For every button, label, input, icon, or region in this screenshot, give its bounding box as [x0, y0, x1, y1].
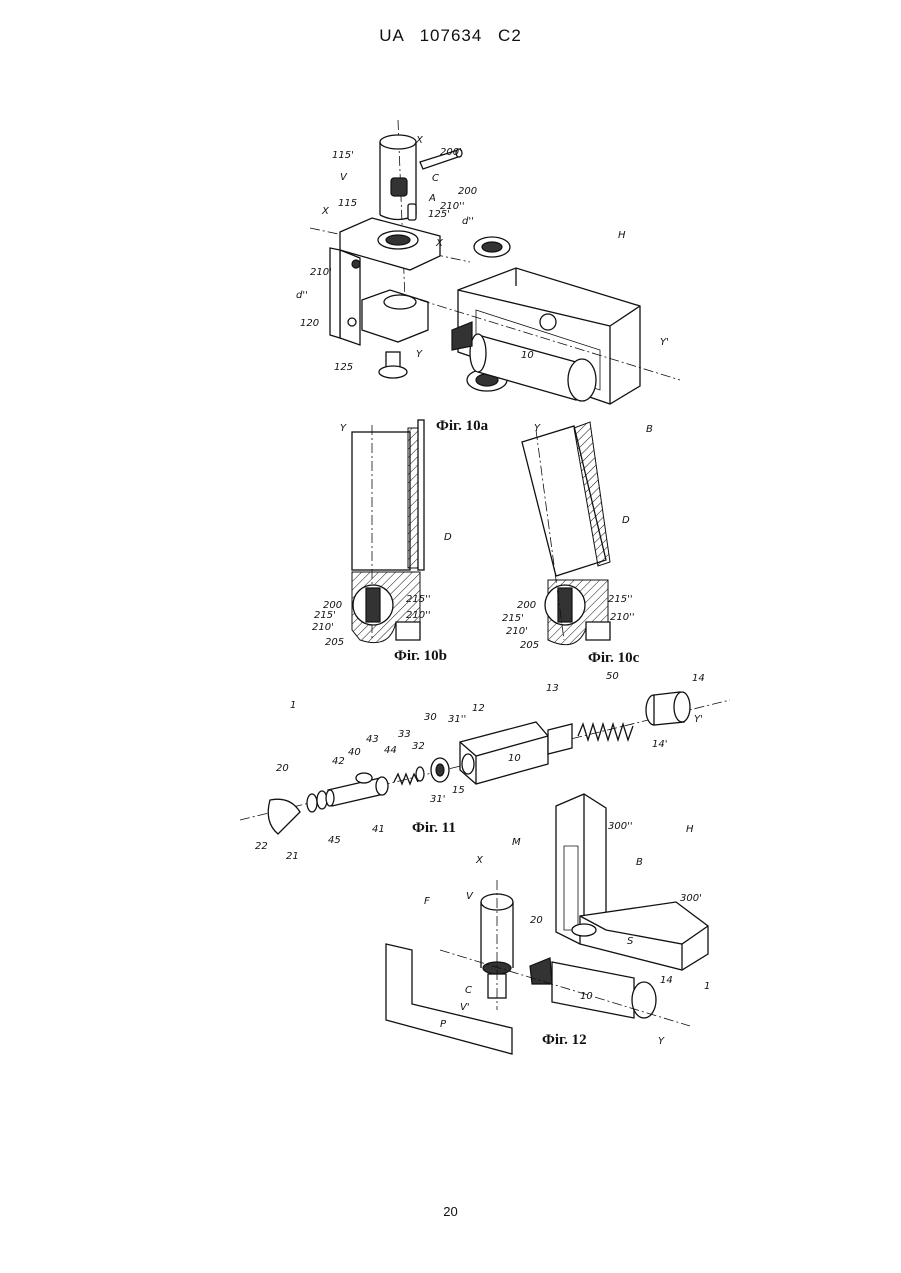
label-fig10b-205: 205: [325, 637, 344, 648]
label-fig10a-H: H: [618, 230, 626, 241]
figure-11: [240, 692, 730, 834]
label-fig12-300-double: 300'': [608, 821, 633, 832]
label-fig10b-215-double: 215'': [406, 594, 431, 605]
label-fig11-1: 1: [290, 700, 296, 711]
label-fig10a-200: 200: [458, 186, 477, 197]
label-fig10a-V: V: [340, 172, 348, 183]
label-fig11-50: 50: [606, 671, 619, 682]
label-fig11-43: 43: [366, 734, 379, 745]
figure-10a: [310, 120, 680, 404]
label-fig10c-210-double: 210'': [610, 612, 635, 623]
label-fig11-30: 30: [424, 712, 437, 723]
label-fig10a-10: 10: [521, 350, 534, 361]
label-fig11-21: 21: [286, 851, 299, 862]
label-fig12-H: H: [686, 824, 694, 835]
label-fig11-42: 42: [332, 756, 345, 767]
label-fig10a-X-top: X: [415, 135, 424, 146]
label-fig11-40: 40: [348, 747, 361, 758]
page-number: 20: [0, 1204, 901, 1219]
label-fig10a-Y: Y: [416, 349, 423, 360]
label-fig10a-X-right: X: [435, 238, 444, 249]
label-fig11-20: 20: [276, 763, 289, 774]
label-fig12-X: X: [475, 855, 484, 866]
label-fig10a-X-left: X: [321, 206, 330, 217]
label-fig12-1: 1: [704, 981, 710, 992]
label-fig11-32: 32: [412, 741, 425, 752]
label-fig11-22: 22: [255, 841, 268, 852]
label-fig12-M: M: [512, 837, 521, 848]
label-fig10a-200-prime: 200': [440, 147, 462, 158]
label-fig11-12: 12: [472, 703, 485, 714]
label-fig10c-205: 205: [520, 640, 539, 651]
label-fig12-V-prime: V': [460, 1002, 470, 1013]
label-fig12-V: V: [466, 891, 474, 902]
label-fig12-10: 10: [580, 991, 593, 1002]
label-fig12-Y: Y: [658, 1036, 665, 1047]
label-fig10b-210-prime: 210': [312, 622, 334, 633]
label-fig10a-120: 120: [300, 318, 319, 329]
label-fig12-300-prime: 300': [680, 893, 702, 904]
label-fig11-33: 33: [398, 729, 411, 740]
label-fig11-41: 41: [372, 824, 385, 835]
label-fig10c-D: D: [622, 515, 630, 526]
label-fig10c-200: 200: [517, 600, 536, 611]
label-fig10a-d-double-right: d'': [462, 216, 474, 227]
label-fig11-13: 13: [546, 683, 559, 694]
label-fig10b-215-prime: 215': [314, 610, 336, 621]
label-fig10a-115: 115: [338, 198, 357, 209]
label-fig10a-C: C: [432, 173, 439, 184]
label-fig11-31-double: 31'': [448, 714, 466, 725]
label-fig10b-D: D: [444, 532, 452, 543]
label-fig10b-210-double: 210'': [406, 610, 431, 621]
label-fig12-S: S: [627, 936, 634, 947]
label-fig10c-215-double: 215'': [608, 594, 633, 605]
label-fig10c-Y: Y: [534, 423, 541, 434]
label-fig12-20: 20: [530, 915, 543, 926]
label-fig12-C: C: [465, 985, 472, 996]
label-fig10a-d-double-left: d'': [296, 290, 308, 301]
label-fig12-F: F: [424, 896, 430, 907]
label-fig10a-B: B: [646, 424, 653, 435]
label-fig11-45: 45: [328, 835, 341, 846]
label-fig10a-Y-prime: Y': [660, 337, 669, 348]
label-fig11-31-prime: 31': [430, 794, 445, 805]
label-fig11-15: 15: [452, 785, 465, 796]
figure-10c: [522, 422, 610, 645]
label-fig10a-A: A: [428, 193, 436, 204]
label-fig10a-210-prime: 210': [310, 267, 332, 278]
label-fig10c-215-prime: 215': [502, 613, 524, 624]
caption-fig10a: Фіг. 10a: [436, 418, 489, 434]
label-fig10b-Y: Y: [340, 423, 347, 434]
label-fig11-14-prime: 14': [652, 739, 667, 750]
label-fig10a-125-prime: 125': [428, 209, 450, 220]
label-fig12-B: B: [636, 857, 643, 868]
label-fig11-Y-prime: Y': [694, 714, 703, 725]
label-fig11-10: 10: [508, 753, 521, 764]
caption-fig10c: Фіг. 10c: [588, 650, 640, 666]
caption-fig10b: Фіг. 10b: [394, 648, 447, 664]
label-fig12-P: P: [440, 1019, 447, 1030]
label-fig11-44: 44: [384, 745, 397, 756]
label-fig10c-210-prime: 210': [506, 626, 528, 637]
caption-fig11: Фіг. 11: [412, 820, 456, 836]
label-fig11-14: 14: [692, 673, 705, 684]
label-fig12-14: 14: [660, 975, 673, 986]
label-fig10a-125: 125: [334, 362, 353, 373]
caption-fig12: Фіг. 12: [542, 1032, 587, 1048]
label-fig10a-115-prime: 115': [332, 150, 354, 161]
